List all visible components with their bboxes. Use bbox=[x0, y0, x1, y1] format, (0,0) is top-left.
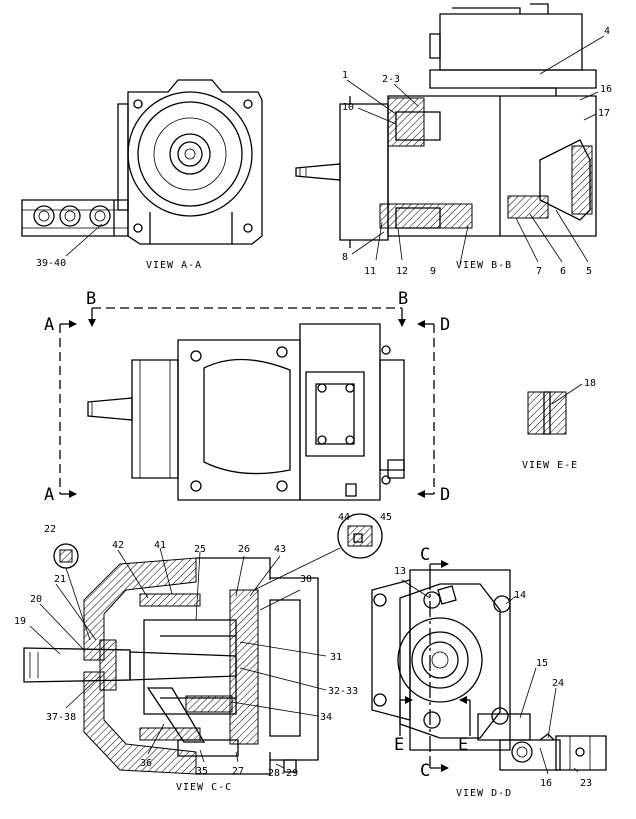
callout-11: 11 bbox=[364, 266, 376, 277]
callout-5: 5 bbox=[586, 266, 592, 277]
view-b-b-title: VIEW B-B bbox=[456, 260, 512, 271]
callout-18: 18 bbox=[584, 378, 596, 389]
callout-2-3: 2-3 bbox=[382, 74, 400, 85]
callout-27: 27 bbox=[232, 766, 244, 777]
callout-35: 35 bbox=[196, 766, 208, 777]
callout-4: 4 bbox=[604, 26, 610, 37]
section-letter-a-bottom: A bbox=[44, 485, 54, 505]
callout-8: 8 bbox=[342, 252, 348, 263]
callout-17: 17 bbox=[598, 108, 610, 119]
section-letter-c-bottom: C bbox=[420, 761, 430, 781]
callout-25: 25 bbox=[194, 544, 206, 555]
callout-15: 15 bbox=[536, 658, 548, 669]
section-letter-b-right: B bbox=[398, 289, 408, 309]
callout-10: 10 bbox=[342, 102, 354, 113]
callout-28-29: 28-29 bbox=[268, 768, 298, 779]
callout-34: 34 bbox=[320, 712, 332, 723]
callout-12: 12 bbox=[396, 266, 408, 277]
section-letter-e-left: E bbox=[394, 735, 404, 755]
callout-23: 23 bbox=[580, 778, 592, 789]
detail-circle-44-45 bbox=[337, 513, 383, 559]
section-letter-e-right: E bbox=[458, 735, 468, 755]
callout-42: 42 bbox=[112, 540, 124, 551]
callout-36: 36 bbox=[140, 758, 152, 769]
main-view-drawing bbox=[87, 323, 405, 501]
view-b-b-drawing bbox=[295, 3, 597, 248]
callout-41: 41 bbox=[154, 540, 166, 551]
section-letter-d-bottom: D bbox=[440, 485, 450, 505]
callout-6: 6 bbox=[560, 266, 566, 277]
callout-37-38: 37-38 bbox=[46, 712, 76, 723]
view-c-c-drawing bbox=[23, 557, 319, 775]
callout-31: 31 bbox=[330, 652, 342, 663]
callout-45: 45 bbox=[380, 512, 392, 523]
callout-16-top: 16 bbox=[600, 84, 612, 95]
view-e-e-drawing bbox=[527, 391, 567, 435]
callout-39-40: 39-40 bbox=[36, 258, 66, 269]
callout-21: 21 bbox=[54, 574, 66, 585]
callout-13: 13 bbox=[394, 566, 406, 577]
callout-20: 20 bbox=[30, 594, 42, 605]
callout-43: 43 bbox=[274, 544, 286, 555]
section-letter-b-left: B bbox=[86, 289, 96, 309]
section-letter-c-top: C bbox=[420, 545, 430, 565]
callout-26: 26 bbox=[238, 544, 250, 555]
callout-22: 22 bbox=[44, 524, 56, 535]
callout-7: 7 bbox=[536, 266, 542, 277]
section-letter-d-top: D bbox=[440, 315, 450, 335]
callout-19: 19 bbox=[14, 616, 26, 627]
callout-1: 1 bbox=[342, 70, 348, 81]
section-letter-a-top: A bbox=[44, 315, 54, 335]
view-a-a-title: VIEW A-A bbox=[146, 260, 202, 271]
callout-24: 24 bbox=[552, 678, 564, 689]
callout-14: 14 bbox=[514, 590, 526, 601]
callout-44: 44 bbox=[338, 512, 350, 523]
view-e-e-title: VIEW E-E bbox=[522, 460, 578, 471]
view-a-a-drawing bbox=[21, 79, 263, 245]
callout-32-33: 32-33 bbox=[328, 686, 358, 697]
callout-16-bottom: 16 bbox=[540, 778, 552, 789]
callout-30: 30 bbox=[300, 574, 312, 585]
view-c-c-title: VIEW C-C bbox=[176, 782, 232, 793]
view-d-d-drawing bbox=[371, 569, 607, 771]
callout-9: 9 bbox=[430, 266, 436, 277]
view-d-d-title: VIEW D-D bbox=[456, 788, 512, 799]
